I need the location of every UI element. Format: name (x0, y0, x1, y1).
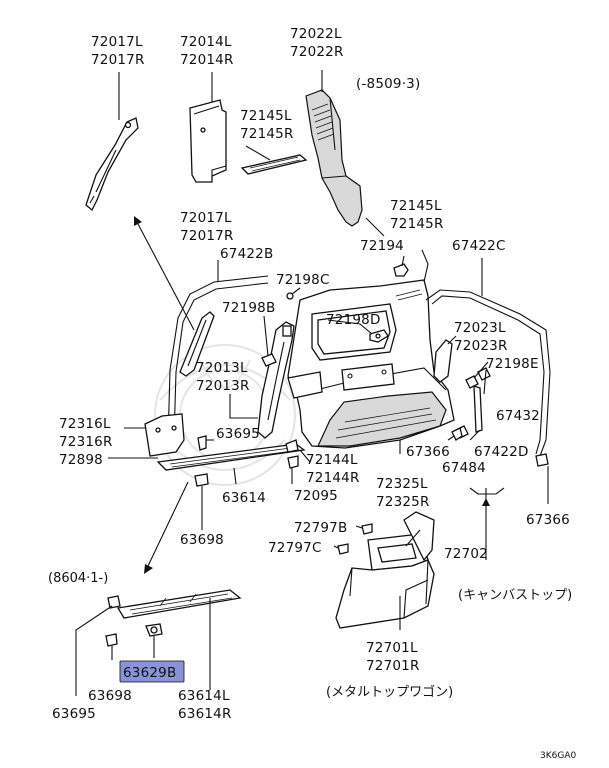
pillar-trim-72013 (257, 321, 295, 439)
label-72145L-b: 72145L (390, 198, 442, 214)
label-72145R-b: 72145R (390, 216, 444, 232)
console-box-72701 (335, 559, 435, 629)
label-72198D: 72198D (326, 312, 381, 328)
label-67484: 67484 (442, 460, 486, 476)
label-72017R-top: 72017R (91, 52, 145, 68)
label-72194: 72194 (360, 238, 404, 254)
label-72014L: 72014L (180, 34, 232, 50)
label-72702: 72702 (444, 546, 488, 562)
weatherstrip-67422B (167, 275, 269, 443)
part-labels: 72017L 72017R 72014L 72014R 72022L 72022… (48, 26, 576, 761)
weatherstrip-67422D (473, 385, 483, 433)
label-67432: 67432 (496, 408, 540, 424)
label-72701L: 72701L (366, 640, 418, 656)
label-72022L: 72022L (290, 26, 342, 42)
diagram-code: 3K6GA0 (540, 751, 576, 761)
label-72145R-a: 72145R (240, 126, 294, 142)
label-72013L: 72013L (196, 360, 248, 376)
clip-63629B (145, 623, 163, 637)
label-72022R: 72022R (290, 44, 344, 60)
note-8509: (-8509·3) (356, 76, 420, 92)
pillar-trim-72022 (305, 89, 363, 227)
clip-72095 (287, 455, 299, 469)
clip-63695-mid (197, 435, 207, 451)
highlight-box-63629B (119, 660, 185, 683)
label-72145L-a: 72145L (240, 108, 292, 124)
label-72325R: 72325R (376, 494, 430, 510)
clip-72198D (369, 329, 389, 343)
label-63698-mid: 63698 (180, 532, 224, 548)
label-72017R-mid: 72017R (180, 228, 234, 244)
label-67422C: 67422C (452, 238, 506, 254)
leader-lines (75, 70, 549, 696)
label-67366-mid: 67366 (406, 444, 450, 460)
label-72023R: 72023R (454, 338, 508, 354)
clip-72198C (286, 292, 294, 300)
clip-72198B (261, 353, 277, 367)
note-canvas-top: (キャンバストップ) (458, 588, 572, 603)
quarter-panel-72014 (189, 99, 227, 183)
label-63695-bottom: 63695 (52, 706, 96, 722)
note-metal-top-wagon: (メタルトップワゴン) (326, 684, 453, 700)
weatherstrip-67422C (425, 289, 551, 457)
label-72017L-mid: 72017L (180, 210, 232, 226)
pillar-trim-72017-mid (179, 311, 215, 377)
scuff-plate-63614 (156, 443, 306, 471)
label-72144L: 72144L (306, 452, 358, 468)
label-72325L: 72325L (376, 476, 428, 492)
panel-72316 (144, 413, 185, 457)
clip-72144 (285, 439, 299, 453)
label-72316R: 72316R (59, 434, 113, 450)
label-67422D: 67422D (474, 444, 529, 460)
clip-63695-lower (107, 595, 121, 609)
trim-72023 (433, 339, 453, 383)
label-72017L-top: 72017L (91, 34, 143, 50)
label-72198B: 72198B (222, 300, 275, 316)
clip-63698-lower (105, 633, 118, 647)
rear-quarter-trim-assembly (287, 249, 455, 449)
label-67366-right: 67366 (526, 512, 570, 528)
scuff-plate-63614L-lower (116, 589, 242, 619)
clip-72194 (393, 263, 409, 277)
clip-63698-mid (194, 473, 209, 487)
label-72797B: 72797B (294, 520, 347, 536)
bumper-67366-mid (451, 427, 463, 441)
label-63614R: 63614R (178, 706, 232, 722)
label-72144R: 72144R (306, 470, 360, 486)
label-63698-bottom: 63698 (88, 688, 132, 704)
label-72198C: 72198C (276, 272, 330, 288)
pillar-trim-72017-top (85, 117, 139, 212)
label-72898: 72898 (59, 452, 103, 468)
label-72797C: 72797C (268, 540, 322, 556)
note-8604: (8604·1-) (48, 571, 108, 586)
label-72095: 72095 (294, 488, 338, 504)
label-72013R: 72013R (196, 378, 250, 394)
stopper-67432 (477, 367, 491, 381)
trim-strip-72145-upper (240, 154, 308, 175)
console-72702 (367, 511, 435, 571)
label-63629B: 63629B (123, 665, 176, 681)
label-63614: 63614 (222, 490, 266, 506)
clip-72797B (361, 523, 373, 535)
label-67422B: 67422B (220, 246, 273, 262)
clip-72797C (337, 543, 349, 555)
label-72023L: 72023L (454, 320, 506, 336)
label-63614L: 63614L (178, 688, 230, 704)
label-72198E: 72198E (486, 356, 539, 372)
clip-72198E (465, 375, 479, 389)
label-72701R: 72701R (366, 658, 420, 674)
label-72316L: 72316L (59, 416, 111, 432)
label-63695-mid: 63695 (216, 426, 260, 442)
label-72014R: 72014R (180, 52, 234, 68)
bumper-67366-right (535, 453, 549, 467)
